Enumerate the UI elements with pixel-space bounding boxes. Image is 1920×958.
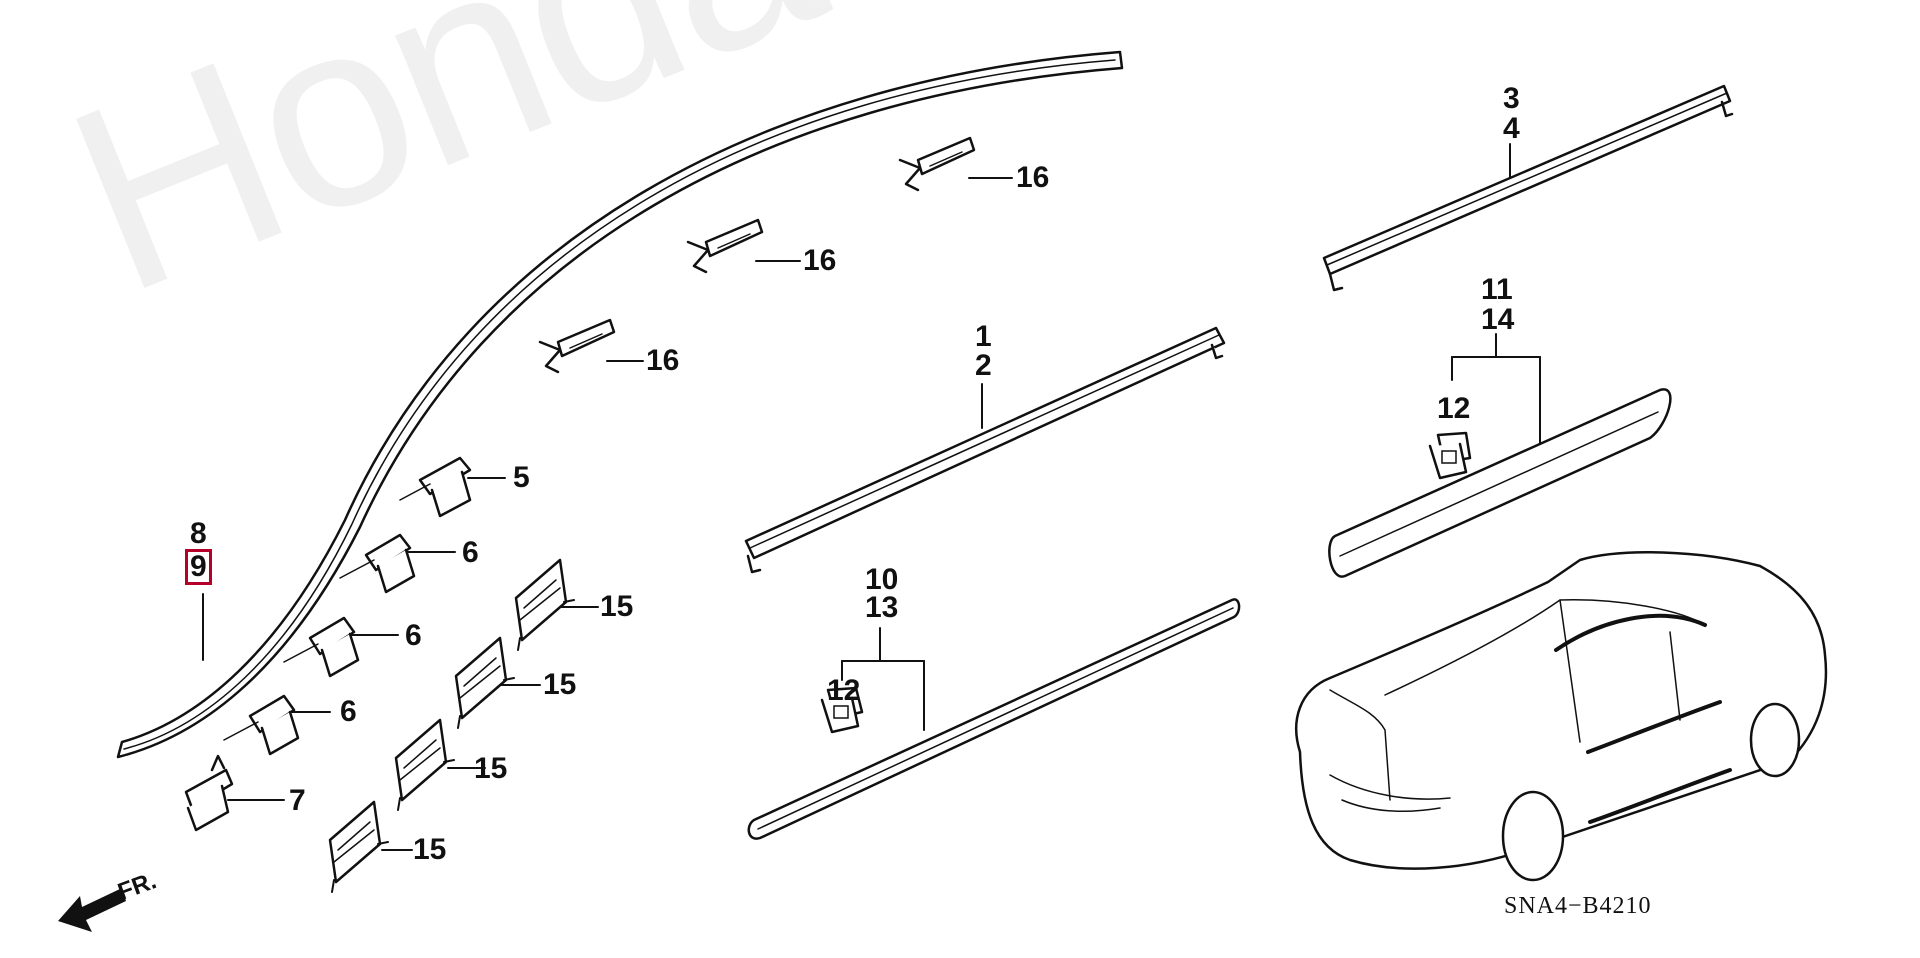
callout-16-a[interactable]: 16 [1016, 161, 1050, 194]
clip-part-15-a[interactable] [514, 558, 575, 651]
clip-part-12-front[interactable] [820, 686, 864, 734]
belt-molding-part-1[interactable] [744, 326, 1226, 574]
callout-15-d[interactable]: 15 [413, 833, 447, 866]
callout-3[interactable]: 3 [1503, 82, 1520, 115]
clip-part-12-rear[interactable] [1428, 431, 1472, 480]
roof-molding[interactable] [116, 50, 1124, 759]
callout-11[interactable]: 11 [1481, 273, 1513, 306]
front-direction-arrow [58, 888, 126, 932]
clip-part-6-c[interactable] [223, 694, 300, 756]
callout-15-a[interactable]: 15 [600, 590, 634, 623]
callout-5[interactable]: 5 [513, 461, 530, 494]
clip-part-7[interactable] [184, 754, 234, 832]
callout-1[interactable]: 1 [975, 320, 992, 353]
callout-7[interactable]: 7 [289, 784, 306, 817]
clip-part-15-b[interactable] [454, 636, 515, 729]
callout-15-c[interactable]: 15 [474, 752, 508, 785]
callout-2[interactable]: 2 [975, 349, 992, 382]
callout-4[interactable]: 4 [1503, 112, 1520, 145]
clip-part-16-a[interactable] [898, 136, 976, 192]
callout-9-highlighted[interactable]: 9 [185, 549, 212, 585]
clip-part-5[interactable] [399, 456, 472, 518]
clip-part-15-d[interactable] [328, 800, 389, 893]
callout-6-b[interactable]: 6 [405, 619, 422, 652]
clip-part-16-b[interactable] [686, 218, 764, 274]
callout-12-front[interactable]: 12 [827, 674, 861, 707]
clip-part-16-c[interactable] [538, 318, 616, 374]
callout-16-b[interactable]: 16 [803, 244, 837, 277]
side-molding-part-10[interactable] [747, 598, 1241, 840]
callout-15-b[interactable]: 15 [543, 668, 577, 701]
callout-6-a[interactable]: 6 [462, 536, 479, 569]
clip-part-6-a[interactable] [339, 533, 416, 594]
reference-car [1295, 551, 1828, 882]
callout-10[interactable]: 10 [865, 563, 899, 596]
clip-part-6-b[interactable] [283, 616, 360, 678]
callout-14[interactable]: 14 [1481, 303, 1515, 336]
callout-8[interactable]: 8 [190, 517, 207, 550]
belt-molding-part-3[interactable] [1322, 84, 1734, 292]
callout-12-rear[interactable]: 12 [1437, 392, 1471, 425]
callout-13[interactable]: 13 [865, 591, 899, 624]
leader-lines [202, 143, 1541, 851]
side-molding-part-11[interactable] [1328, 388, 1672, 578]
callout-16-c[interactable]: 16 [646, 344, 680, 377]
diagram-code: SNA4−B4210 [1504, 893, 1652, 919]
callout-6-c[interactable]: 6 [340, 695, 357, 728]
clip-part-15-c[interactable] [394, 718, 455, 811]
